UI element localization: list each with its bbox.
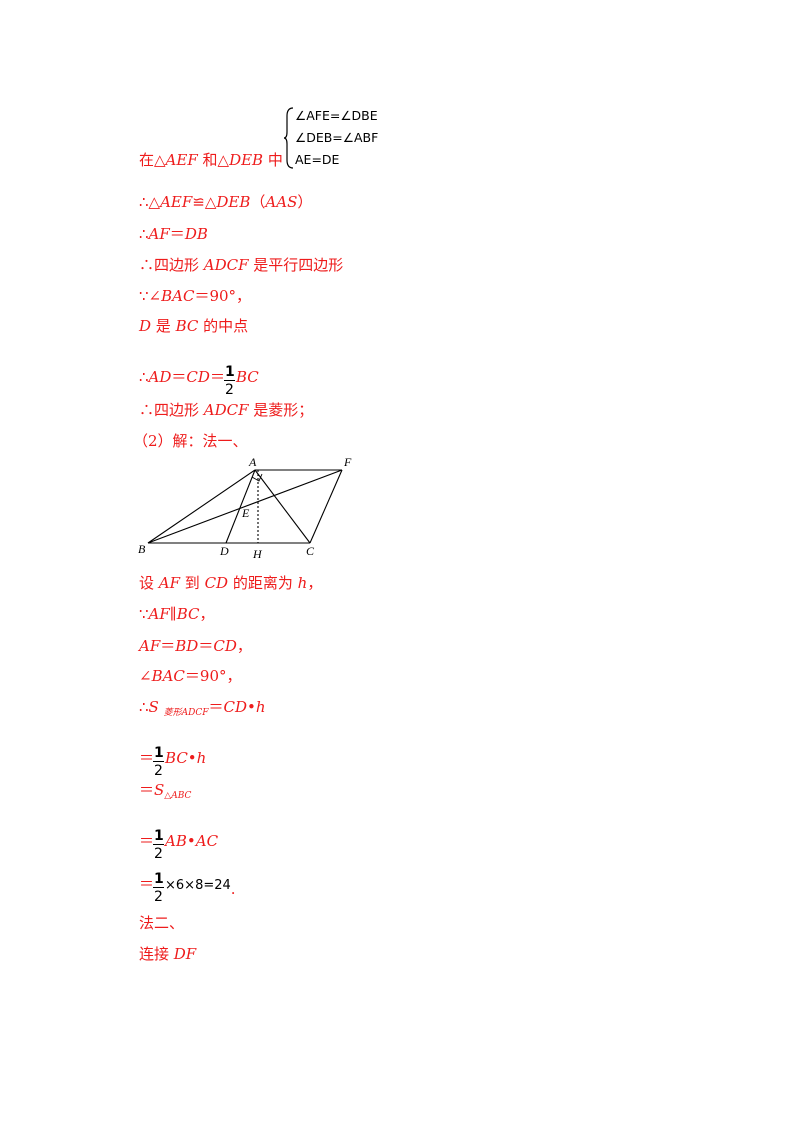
- label-E: E: [241, 506, 250, 520]
- segment-BF: [147, 469, 343, 544]
- proof-line-2: ∴AF＝DB: [139, 225, 208, 243]
- step2-line: ＝S△ABC: [139, 781, 192, 801]
- part2-heading: （2）解：法一、: [133, 432, 248, 450]
- brace-icon: [283, 107, 294, 169]
- right-angle-mark: [251, 473, 263, 482]
- label-H: H: [252, 547, 263, 561]
- method1-line-2: ∵AF∥BC，: [139, 605, 215, 623]
- label-C: C: [306, 544, 315, 558]
- system-intro: 在△AEF 和△DEB 中: [139, 151, 283, 169]
- segment-AD: [225, 469, 256, 544]
- method1-line-3: AF＝BD＝CD，: [139, 637, 252, 655]
- method2-heading: 法二、: [139, 914, 185, 932]
- segment-AC: [254, 469, 311, 544]
- proof-line-3: ∴四边形 ADCF 是平行四边形: [139, 256, 344, 274]
- label-D: D: [219, 544, 229, 558]
- segment-FC: [309, 469, 343, 544]
- label-B: B: [138, 542, 146, 556]
- system-row-3: AE=DE: [295, 152, 340, 167]
- proof-line-4: ∵∠BAC＝90°，: [139, 287, 252, 305]
- segment-BA: [147, 469, 256, 544]
- label-F: F: [343, 456, 352, 469]
- method1-line-4: ∠BAC＝90°，: [139, 667, 242, 685]
- equation-system: ∠AFE=∠DBE ∠DEB=∠ABF AE=DE: [283, 106, 393, 170]
- method1-line-1: 设 AF 到 CD 的距离为 h，: [139, 574, 323, 592]
- system-row-2: ∠DEB=∠ABF: [295, 130, 379, 145]
- label-A: A: [248, 456, 257, 469]
- connect-line: 连接 DF: [139, 945, 197, 963]
- proof-line-1: ∴△AEF≌△DEB（AAS）: [139, 193, 313, 211]
- geometry-figure: A F B D H C E: [138, 456, 352, 561]
- system-row-1: ∠AFE=∠DBE: [295, 108, 378, 123]
- rhombus-line: ∴四边形 ADCF 是菱形；: [139, 401, 314, 419]
- proof-line-5: D 是 BC 的中点: [139, 317, 249, 335]
- area-line: ∴S 菱形ADCF＝CD•h: [139, 698, 266, 718]
